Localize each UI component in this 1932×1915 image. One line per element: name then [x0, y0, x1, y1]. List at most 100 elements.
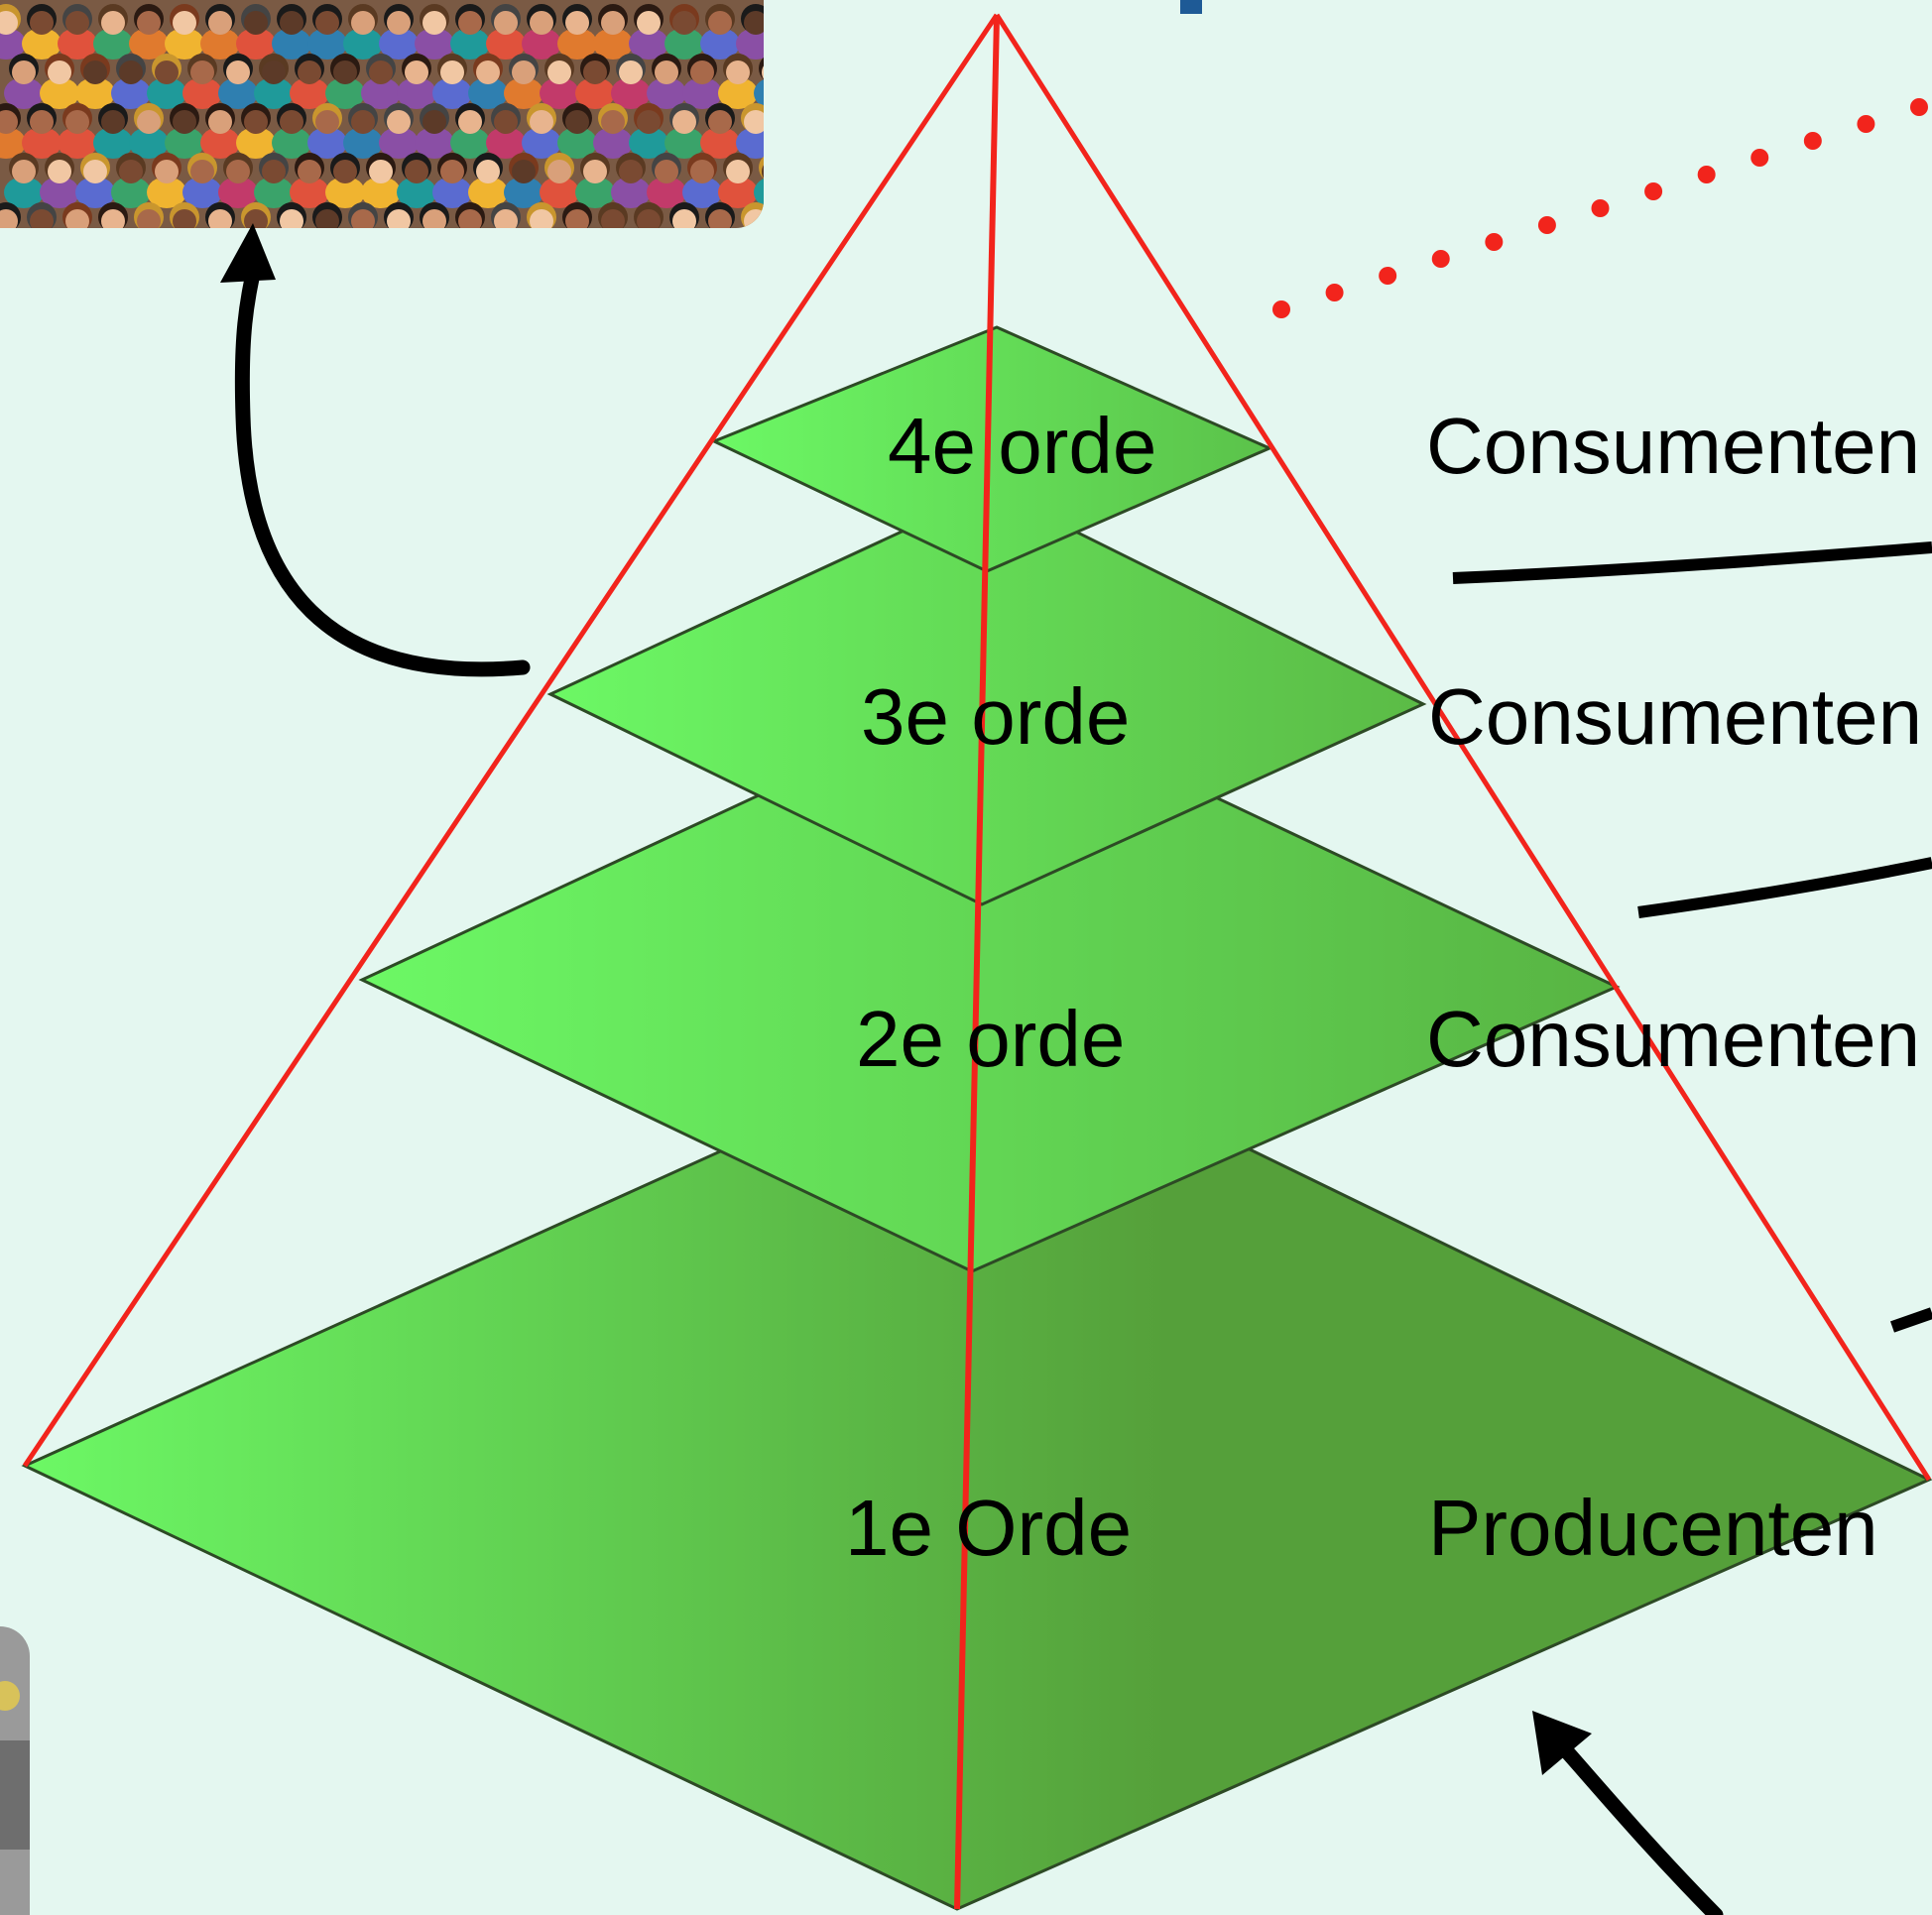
- person-body: [111, 77, 151, 109]
- dot: [1272, 300, 1290, 318]
- person-face: [173, 11, 196, 35]
- outline-right-edge: [994, 13, 1932, 1482]
- person-face: [0, 11, 18, 35]
- dot: [1325, 284, 1344, 301]
- person-face: [565, 209, 589, 228]
- person-body: [379, 28, 419, 60]
- person-face: [119, 160, 143, 183]
- person-face: [155, 60, 179, 84]
- person-face: [137, 11, 161, 35]
- person-face: [512, 160, 536, 183]
- person-face: [208, 209, 232, 228]
- person-body: [718, 77, 758, 109]
- person-body: [58, 28, 97, 60]
- person-face: [672, 209, 696, 228]
- person-face: [101, 11, 125, 35]
- person-body: [557, 28, 597, 60]
- layer-4: [710, 325, 1273, 573]
- person-face: [672, 110, 696, 134]
- person-body: [165, 28, 204, 60]
- person-face: [547, 60, 571, 84]
- person-body: [397, 177, 436, 208]
- person-body: [629, 28, 668, 60]
- person-face: [173, 209, 196, 228]
- person-face: [387, 11, 411, 35]
- person-body: [450, 28, 490, 60]
- person-face: [48, 60, 71, 84]
- person-face: [226, 60, 250, 84]
- person-face: [405, 160, 428, 183]
- person-face: [12, 160, 36, 183]
- person-face: [476, 60, 500, 84]
- person-face: [12, 60, 36, 84]
- person-face: [494, 110, 518, 134]
- person-face: [333, 160, 357, 183]
- person-body: [182, 177, 222, 208]
- person-body: [450, 127, 490, 159]
- person-body: [736, 28, 764, 60]
- person-face: [655, 160, 678, 183]
- person-body: [272, 127, 311, 159]
- person-body: [682, 77, 722, 109]
- person-face: [458, 11, 482, 35]
- person-face: [690, 160, 714, 183]
- person-face: [173, 110, 196, 134]
- person-body: [22, 127, 61, 159]
- arrow-to-producers: [1549, 1733, 1724, 1915]
- person-body: [200, 28, 240, 60]
- person-face: [369, 60, 393, 84]
- person-body: [93, 28, 133, 60]
- person-face: [48, 160, 71, 183]
- role-label-3: Consumenten: [1428, 672, 1922, 761]
- person-body: [93, 127, 133, 159]
- person-body: [540, 177, 579, 208]
- dot: [1644, 182, 1663, 200]
- person-face: [387, 110, 411, 134]
- person-face: [30, 11, 54, 35]
- person-face: [690, 60, 714, 84]
- outline-center-edge: [954, 14, 1000, 1910]
- outline-left-edge: [22, 13, 1000, 1468]
- dotted-line: [1272, 98, 1928, 318]
- person-face: [244, 209, 268, 228]
- person-face: [315, 11, 339, 35]
- role-label-1: Producenten: [1428, 1484, 1878, 1572]
- person-face: [101, 110, 125, 134]
- person-body: [379, 127, 419, 159]
- person-face: [101, 209, 125, 228]
- dot: [1379, 267, 1397, 285]
- person-body: [361, 77, 401, 109]
- person-face: [333, 60, 357, 84]
- person-face: [512, 60, 536, 84]
- person-face: [405, 60, 428, 84]
- dot: [1697, 166, 1716, 183]
- person-body: [575, 177, 615, 208]
- person-body: [736, 127, 764, 159]
- person-body: [218, 77, 258, 109]
- person-face: [637, 11, 661, 35]
- badge-icon: [0, 1681, 20, 1711]
- person-face: [30, 209, 54, 228]
- person-face: [494, 11, 518, 35]
- person-face: [726, 160, 750, 183]
- order-label-2: 2e orde: [856, 995, 1125, 1083]
- person-body: [754, 79, 764, 107]
- dot: [1591, 199, 1610, 217]
- person-body: [236, 28, 276, 60]
- person-body: [111, 177, 151, 208]
- person-body: [254, 177, 294, 208]
- person-body: [522, 127, 561, 159]
- person-body: [147, 177, 186, 208]
- person-body: [700, 28, 740, 60]
- person-face: [65, 110, 89, 134]
- person-face: [762, 165, 764, 179]
- person-face: [351, 11, 375, 35]
- connector-line-2: [1637, 857, 1932, 918]
- person-face: [565, 11, 589, 35]
- title-fragment: [1180, 0, 1202, 14]
- person-body: [522, 28, 561, 60]
- person-face: [280, 11, 303, 35]
- person-face: [744, 11, 764, 35]
- person-face: [262, 60, 286, 84]
